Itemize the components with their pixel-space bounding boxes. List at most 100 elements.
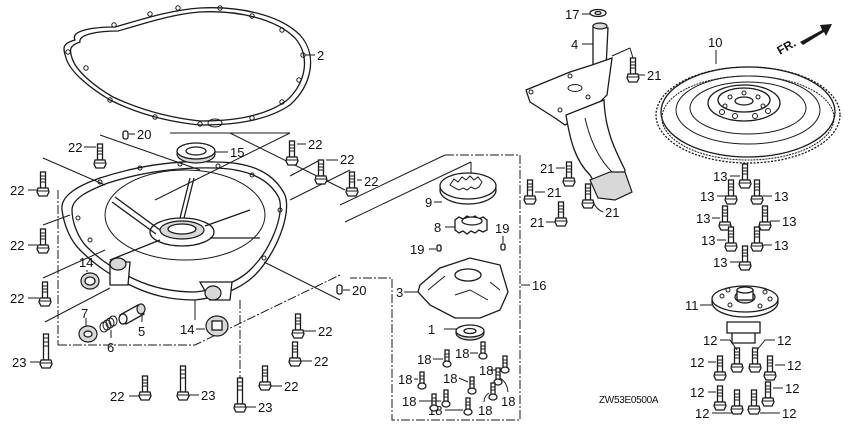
bolt-23-b[interactable]: 23: [176, 365, 215, 403]
arrow-icon: [800, 24, 832, 45]
callout-18g: 18: [402, 394, 416, 409]
outer-rotor-part-9[interactable]: 9: [425, 172, 497, 210]
bolt-23-c[interactable]: 23: [233, 377, 272, 415]
bolt-22-k[interactable]: 22: [110, 375, 152, 404]
callout-18f: 18: [501, 394, 515, 409]
callout-12g: 12: [695, 406, 709, 421]
drain-plug-14-a[interactable]: 14: [79, 255, 100, 290]
fr-label: FR.: [775, 36, 799, 58]
screw-18-e[interactable]: 18: [443, 371, 477, 395]
callout-12b: 12: [777, 333, 791, 348]
callout-21b: 21: [540, 161, 554, 176]
callout-23b: 23: [201, 388, 215, 403]
callout-22b: 22: [10, 183, 24, 198]
callout-13d: 13: [696, 211, 710, 226]
bolt-13-h[interactable]: 13: [713, 245, 752, 271]
callout-12h: 12: [782, 406, 796, 421]
bolt-22-g[interactable]: 22: [10, 281, 52, 307]
bolt-22-d[interactable]: 22: [314, 152, 354, 185]
bolt-22-h[interactable]: 22: [291, 313, 332, 339]
callout-11: 11: [685, 298, 699, 313]
callout-18d: 18: [398, 372, 412, 387]
bolt-13-b[interactable]: 13: [700, 179, 738, 205]
bolt-13-a[interactable]: 13: [713, 163, 752, 189]
spring-part-6[interactable]: 6: [99, 315, 118, 355]
diagram-code: ZW53E0500A: [599, 395, 659, 406]
callout-22a: 22: [68, 140, 82, 155]
dowel-pin-20-lower[interactable]: 20: [336, 283, 366, 298]
bolt-13-d[interactable]: 13: [696, 205, 732, 231]
dowel-pin-19-a[interactable]: 19: [410, 242, 442, 257]
flywheel-hub-part-11[interactable]: 11: [685, 285, 779, 344]
callout-18h: 18: [478, 403, 492, 418]
bolt-12-c[interactable]: 12: [690, 355, 727, 381]
screw-18-a[interactable]: 18: [455, 341, 488, 361]
callout-21d: 21: [605, 205, 619, 220]
bolt-13-g[interactable]: 13: [750, 226, 788, 253]
bolt-12-a[interactable]: 12: [703, 333, 744, 373]
callout-12d: 12: [787, 358, 801, 373]
dowel-pin-19-b[interactable]: 19: [495, 221, 509, 251]
callout-18a: 18: [455, 346, 469, 361]
screw-18-f[interactable]: 18: [493, 367, 515, 409]
bolt-21-b[interactable]: 21: [540, 161, 576, 187]
callout-15: 15: [230, 145, 244, 160]
bolt-12-g[interactable]: 12: [695, 389, 744, 421]
callout-21c: 21: [547, 185, 561, 200]
flywheel-part-10[interactable]: 10: [655, 35, 841, 164]
screw-18-d[interactable]: 18: [398, 371, 427, 390]
callout-20a: 20: [137, 127, 151, 142]
dowel-pin-20-top[interactable]: 20: [122, 127, 151, 142]
screw-18-g[interactable]: 18: [402, 389, 451, 409]
bolt-12-h[interactable]: 12: [747, 389, 796, 421]
bolt-21-a[interactable]: 21: [626, 57, 661, 83]
inner-rotor-part-8[interactable]: 8: [434, 215, 488, 235]
callout-16: 1: [428, 322, 435, 337]
bolt-22-j[interactable]: 22: [258, 365, 298, 394]
callout-13b: 13: [700, 189, 714, 204]
callout-22h: 22: [318, 324, 332, 339]
bolt-21-e[interactable]: 21: [530, 201, 568, 230]
drain-plug-14-b[interactable]: 14: [180, 315, 229, 337]
callout-22i: 22: [314, 354, 328, 369]
bolt-13-e[interactable]: 13: [758, 205, 796, 231]
gasket-part-2[interactable]: 2: [63, 5, 324, 128]
screw-18-h[interactable]: 18: [478, 382, 498, 418]
bolt-23-a[interactable]: 23: [12, 333, 53, 370]
callout-5: 5: [138, 324, 145, 339]
oil-pump-bracket: [350, 154, 521, 421]
bolt-12-f[interactable]: 12: [761, 381, 799, 407]
callout-22k: 22: [110, 389, 124, 404]
oil-seal-part-16[interactable]: 1: [428, 322, 485, 341]
pump-cover-part-3[interactable]: 3: [396, 257, 509, 319]
bolt-13-f[interactable]: 13: [701, 226, 738, 252]
bolt-22-f[interactable]: 22: [10, 228, 50, 254]
callout-12a: 12: [703, 333, 717, 348]
callout-13h: 13: [713, 255, 727, 270]
bolt-22-b[interactable]: 22: [10, 171, 50, 198]
callout-10: 10: [708, 35, 722, 50]
callout-12f: 12: [785, 381, 799, 396]
oil-strainer-pipe-part-4[interactable]: 17 4: [525, 7, 633, 201]
bolt-22-a[interactable]: 22: [68, 140, 107, 169]
bolt-12-d[interactable]: 12: [763, 355, 801, 381]
relief-valve-part-5[interactable]: 5: [118, 303, 146, 339]
bolt-22-c[interactable]: 22: [285, 137, 322, 166]
plug-part-7[interactable]: 7: [78, 306, 98, 343]
bolt-21-d[interactable]: 21: [581, 183, 619, 220]
callout-13g: 13: [774, 238, 788, 253]
bolt-22-i[interactable]: 22: [288, 341, 328, 369]
callout-23c: 23: [258, 400, 272, 415]
callout-21e: 21: [530, 215, 544, 230]
bolt-12-b[interactable]: 12: [748, 333, 791, 373]
callout-21a: 21: [647, 68, 661, 83]
bolt-22-e[interactable]: 22: [345, 171, 378, 197]
callout-20b: 20: [352, 283, 366, 298]
bolt-12-e[interactable]: 12: [690, 385, 727, 411]
screw-18-b[interactable]: 18: [417, 349, 452, 368]
bolt-21-c[interactable]: 21: [523, 179, 561, 205]
bolt-13-c[interactable]: 13: [750, 179, 788, 205]
crankcase-cover[interactable]: [61, 160, 288, 301]
oil-seal-part-15[interactable]: 15: [176, 142, 244, 164]
